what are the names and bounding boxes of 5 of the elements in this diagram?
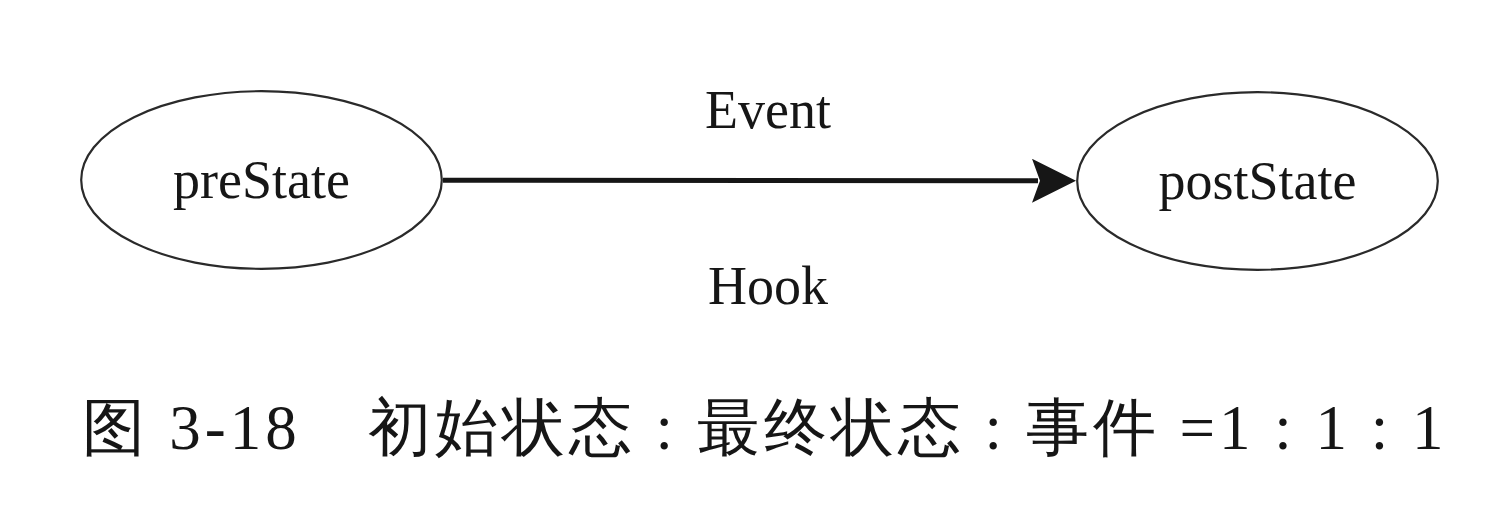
arrow (443, 158, 1076, 203)
state-ellipse (80, 90, 443, 270)
figure-caption: 图 3-18 初始状态 : 最终状态 : 事件 =1 : 1 : 1 (82, 396, 1448, 460)
annotation-label: Hook (708, 259, 828, 313)
state-ellipse (1076, 91, 1439, 271)
